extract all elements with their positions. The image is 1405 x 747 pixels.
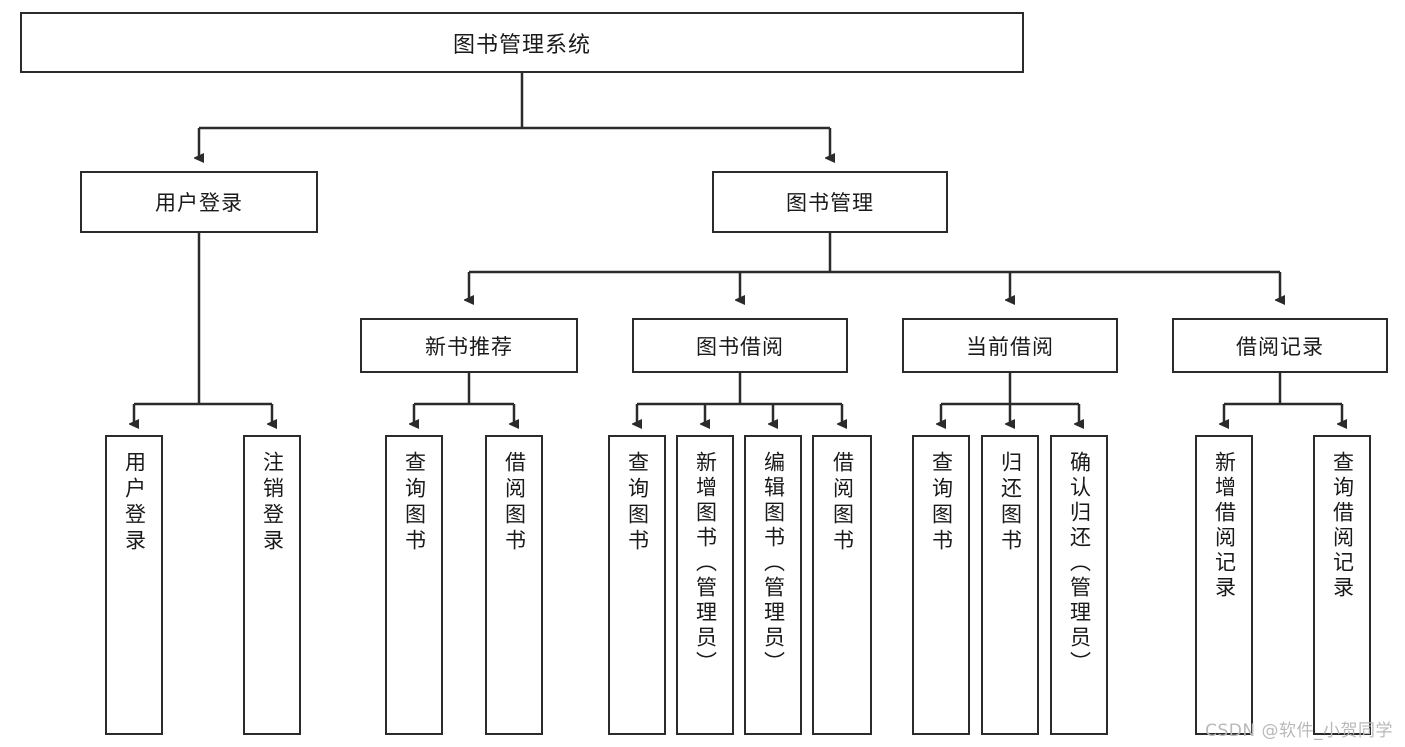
node-label: 查询图书 (929, 451, 954, 555)
leaf-record-query-record[interactable]: 查询借阅记录 (1313, 435, 1371, 735)
node-borrow-record[interactable]: 借阅记录 (1172, 318, 1388, 373)
node-user-login[interactable]: 用户登录 (80, 171, 318, 233)
node-label: 查询图书 (402, 451, 427, 555)
node-label: 归还图书 (998, 451, 1023, 555)
node-label: 图书管理系统 (452, 32, 591, 58)
leaf-borrow-edit-book-admin[interactable]: 编辑图书（管理员） (744, 435, 802, 735)
node-book-borrow[interactable]: 图书借阅 (632, 318, 848, 373)
leaf-recommend-borrow-book[interactable]: 借阅图书 (485, 435, 543, 735)
node-label: 借阅记录 (1236, 334, 1324, 359)
node-label: 查询图书 (625, 451, 650, 555)
node-root-system[interactable]: 图书管理系统 (20, 12, 1024, 73)
leaf-current-confirm-return-admin[interactable]: 确认归还（管理员） (1050, 435, 1108, 735)
leaf-current-query-book[interactable]: 查询图书 (912, 435, 970, 735)
node-label: 借阅图书 (830, 451, 855, 555)
node-label: 图书管理 (786, 191, 874, 215)
csdn-watermark: CSDN @软件_小贺同学 (1205, 721, 1393, 741)
node-label: 用户登录 (155, 191, 243, 215)
node-label: 当前借阅 (966, 334, 1054, 359)
leaf-user-login-login[interactable]: 用户登录 (105, 435, 163, 735)
leaf-current-return-book[interactable]: 归还图书 (981, 435, 1039, 735)
node-label: 新增借阅记录 (1212, 451, 1237, 601)
node-label: 新书推荐 (425, 334, 513, 359)
leaf-borrow-add-book-admin[interactable]: 新增图书（管理员） (676, 435, 734, 735)
leaf-record-add-record[interactable]: 新增借阅记录 (1195, 435, 1253, 735)
node-label: 图书借阅 (696, 334, 784, 359)
node-new-book-recommend[interactable]: 新书推荐 (360, 318, 578, 373)
leaf-borrow-query-book[interactable]: 查询图书 (608, 435, 666, 735)
node-label: 确认归还（管理员） (1067, 451, 1092, 676)
node-label: 新增图书（管理员） (693, 451, 718, 676)
node-label: 注销登录 (260, 451, 285, 555)
leaf-user-login-logout[interactable]: 注销登录 (243, 435, 301, 735)
node-book-management[interactable]: 图书管理 (712, 171, 948, 233)
leaf-recommend-query-book[interactable]: 查询图书 (385, 435, 443, 735)
node-label: 用户登录 (122, 451, 147, 555)
node-label: 编辑图书（管理员） (761, 451, 786, 676)
leaf-borrow-borrow-book[interactable]: 借阅图书 (812, 435, 872, 735)
node-current-borrow[interactable]: 当前借阅 (902, 318, 1118, 373)
node-label: 查询借阅记录 (1330, 451, 1355, 601)
node-label: 借阅图书 (502, 451, 527, 555)
